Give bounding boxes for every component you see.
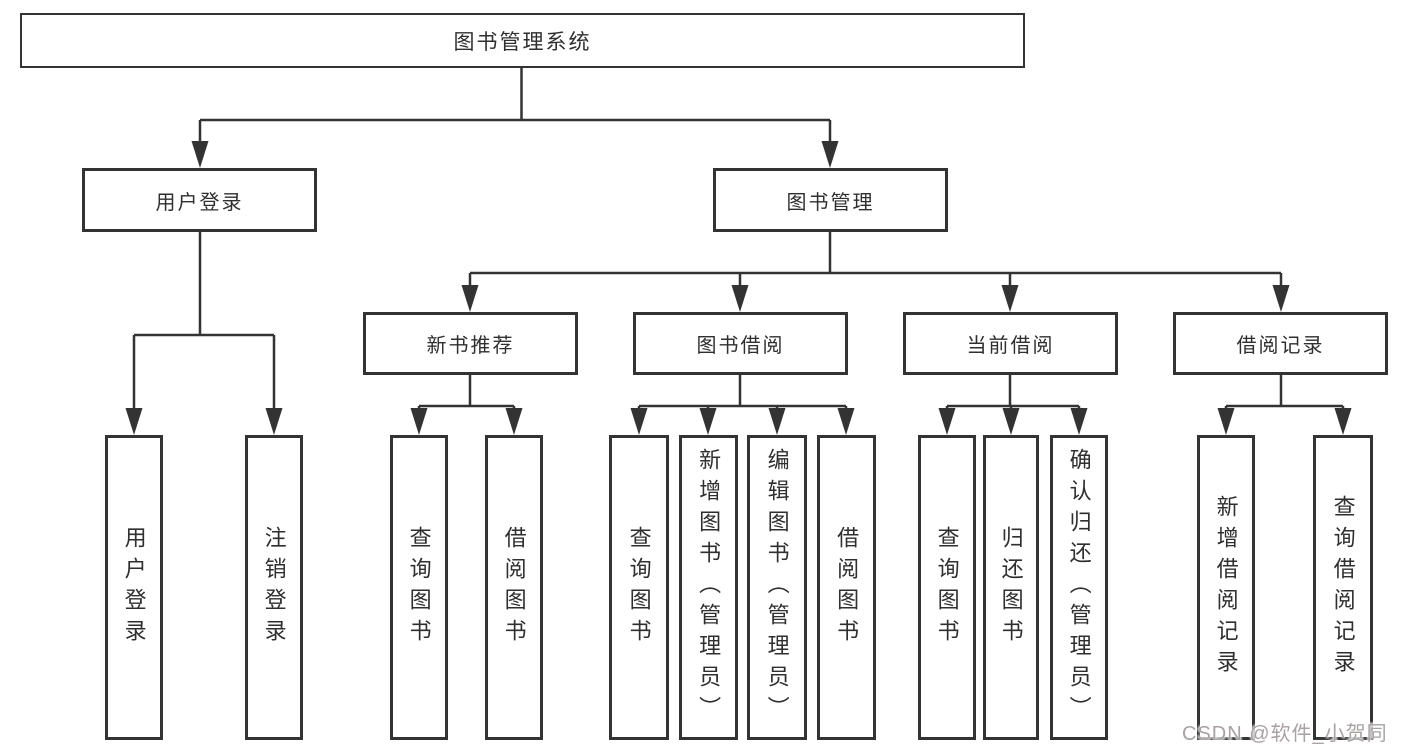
leaf-label: 借阅图书 (501, 525, 527, 650)
connector-records-to-leaves (1224, 375, 1345, 410)
leaf-borrow-query-books: 查询图书 (609, 435, 669, 740)
arrowhead (837, 408, 855, 435)
arrowheads (125, 141, 1352, 435)
leaf-records-query-record: 查询借阅记录 (1313, 435, 1373, 740)
leaf-label: 新增图书（管理员） (696, 448, 722, 727)
arrowhead (191, 141, 209, 168)
arrowhead (768, 408, 786, 435)
leaf-label: 查询图书 (934, 525, 960, 650)
leaf-current-confirm-return-admin: 确认归还（管理员） (1050, 435, 1108, 740)
leaf-label: 注销登录 (261, 525, 287, 650)
arrowhead (821, 141, 839, 168)
node-label: 借阅记录 (1236, 335, 1325, 357)
node-current-borrow: 当前借阅 (903, 312, 1118, 375)
leaf-current-query-books: 查询图书 (918, 435, 976, 740)
leaf-label: 编辑图书（管理员） (764, 448, 790, 727)
arrowhead (505, 408, 523, 435)
leaf-label: 用户登录 (121, 525, 147, 650)
arrowhead (1002, 408, 1020, 435)
leaf-label: 确认归还（管理员） (1066, 448, 1092, 727)
leaf-label: 借阅图书 (834, 525, 860, 650)
arrowhead (410, 408, 428, 435)
arrowhead (630, 408, 648, 435)
arrowhead (1070, 408, 1088, 435)
leaf-newbook-query-books: 查询图书 (390, 435, 448, 740)
connector-currentborrow-to-leaves (945, 375, 1081, 410)
arrowhead (1217, 408, 1235, 435)
leaf-user-login: 用户登录 (105, 435, 163, 740)
leaf-current-return-books: 归还图书 (983, 435, 1039, 740)
watermark: CSDN @软件_小贺同学 (1182, 723, 1388, 745)
connector-bookborrow-to-leaves (637, 375, 848, 410)
arrowhead (125, 408, 143, 435)
connector-root-to-level2 (198, 68, 832, 143)
node-borrow-records: 借阅记录 (1173, 312, 1388, 375)
leaf-borrow-add-books-admin: 新增图书（管理员） (679, 435, 738, 740)
node-label: 图书管理系统 (453, 30, 592, 54)
arrowhead (265, 408, 283, 435)
connector-bookmgmt-to-level3 (468, 232, 1283, 286)
leaf-label: 查询图书 (626, 525, 652, 650)
arrowhead (938, 408, 956, 435)
node-new-book-recommend: 新书推荐 (363, 312, 578, 375)
connector-newbook-to-leaves (417, 375, 516, 410)
arrowhead (1334, 408, 1352, 435)
leaf-label: 查询借阅记录 (1330, 494, 1356, 681)
node-label: 图书借阅 (696, 335, 785, 357)
arrowhead (731, 285, 749, 312)
node-root: 图书管理系统 (20, 13, 1025, 68)
leaf-label: 新增借阅记录 (1213, 494, 1239, 681)
leaf-label: 归还图书 (998, 525, 1024, 650)
leaf-logout-login: 注销登录 (245, 435, 303, 740)
node-user-login: 用户登录 (82, 168, 317, 232)
node-book-management: 图书管理 (713, 168, 948, 232)
leaf-label: 查询图书 (406, 525, 432, 650)
leaf-records-add-record: 新增借阅记录 (1197, 435, 1255, 740)
leaf-borrow-edit-books-admin: 编辑图书（管理员） (747, 435, 807, 740)
leaf-newbook-borrow-books: 借阅图书 (485, 435, 543, 740)
arrowhead (699, 408, 717, 435)
node-label: 图书管理 (786, 191, 875, 214)
arrowhead (1272, 285, 1290, 312)
node-label: 当前借阅 (966, 335, 1055, 357)
arrowhead (461, 285, 479, 312)
connector-userlogin-to-leaves (132, 232, 276, 409)
node-book-borrow: 图书借阅 (633, 312, 848, 375)
node-label: 新书推荐 (426, 335, 515, 357)
leaf-borrow-borrow-books: 借阅图书 (817, 435, 876, 740)
node-label: 用户登录 (155, 191, 244, 214)
arrowhead (1001, 285, 1019, 312)
